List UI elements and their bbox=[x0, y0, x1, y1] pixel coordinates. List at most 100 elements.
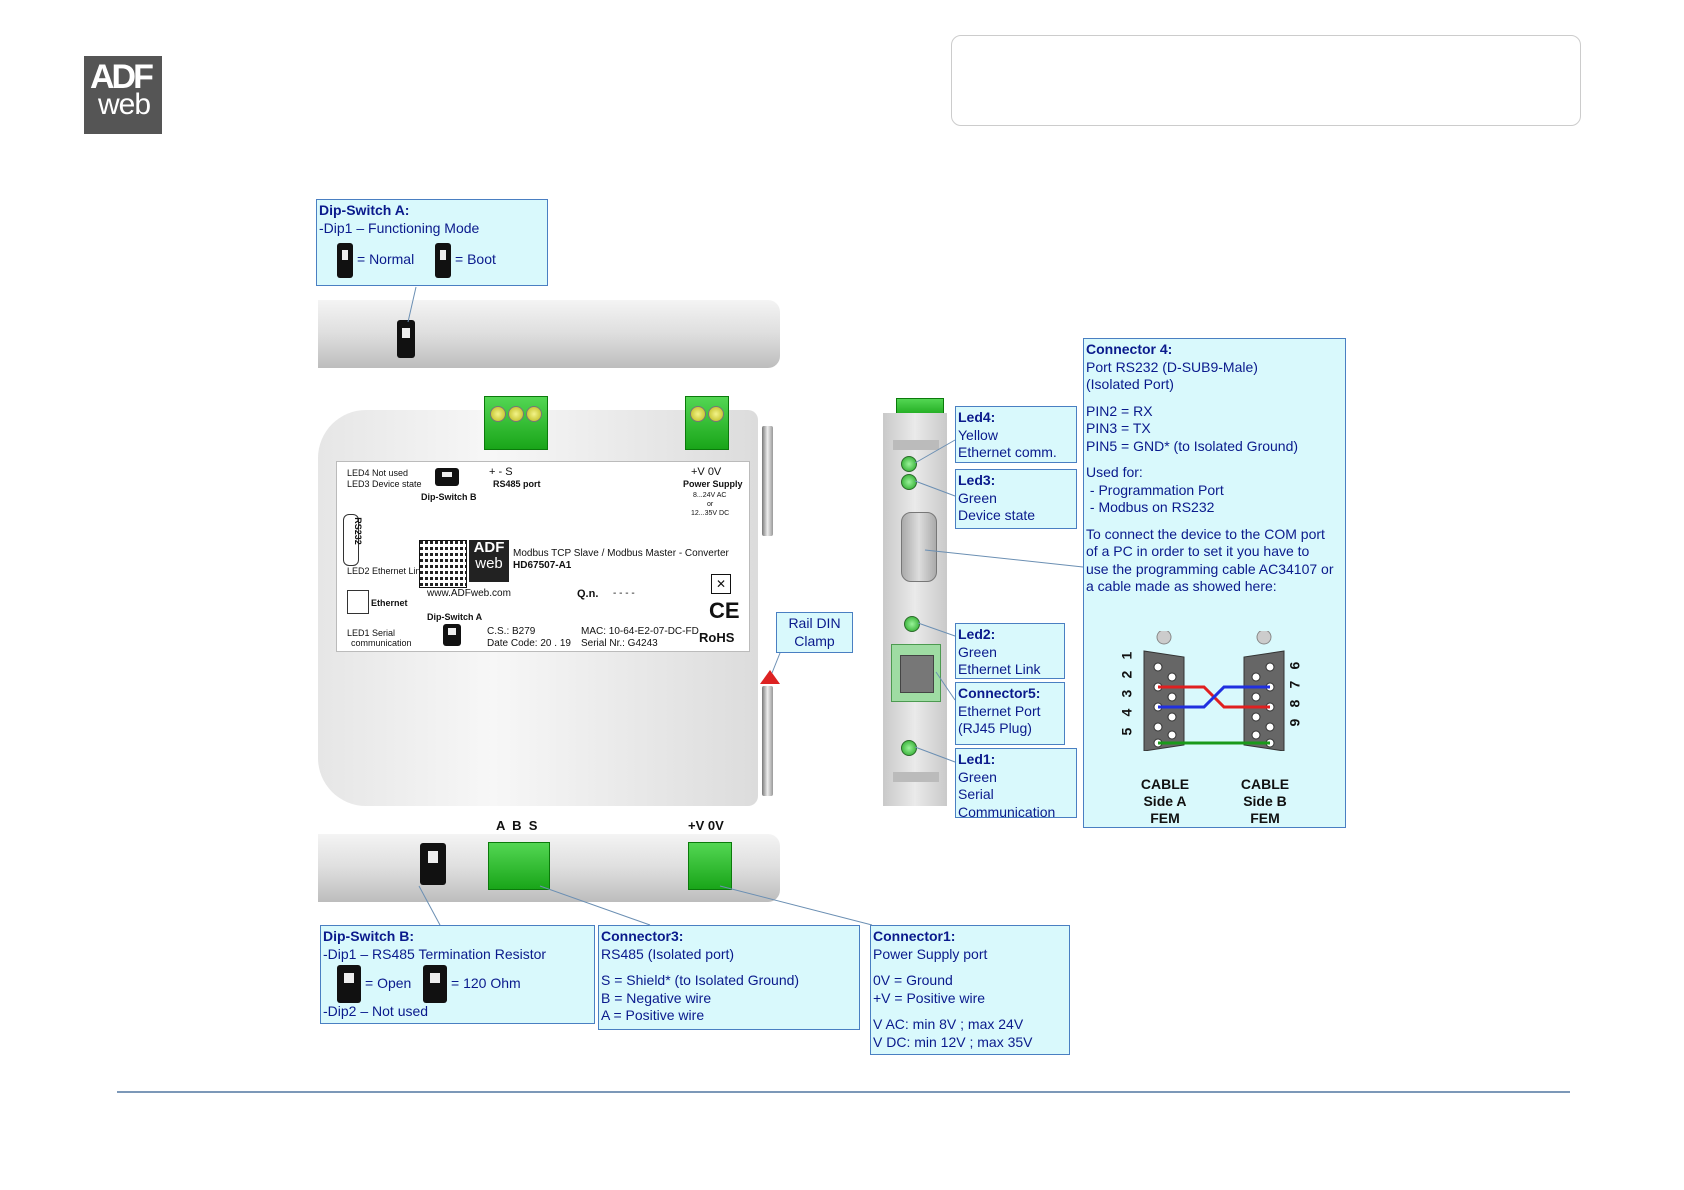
rj45-socket bbox=[900, 655, 934, 693]
conn3-a: A = Positive wire bbox=[601, 1007, 705, 1023]
plate-led2: LED2 Ethernet Link bbox=[347, 566, 426, 576]
plate-led1b: communication bbox=[351, 638, 412, 648]
conn4-used: Used for: bbox=[1086, 464, 1143, 480]
plate-code: HD67507-A1 bbox=[513, 560, 572, 571]
dip-a-title: Dip-Switch A: bbox=[319, 202, 410, 218]
plate-dipb-icon bbox=[435, 468, 459, 486]
led4-icon bbox=[901, 456, 917, 472]
rs485-top-terminal[interactable] bbox=[484, 396, 548, 450]
connector4-callout: Connector 4: Port RS232 (D-SUB9-Male) (I… bbox=[1083, 338, 1346, 828]
plate-rohs: RoHS bbox=[699, 630, 735, 645]
led2-desc: Ethernet Link bbox=[958, 661, 1041, 677]
led4-color: Yellow bbox=[958, 426, 998, 443]
plate-pwr-spec1: 8...24V AC bbox=[693, 492, 727, 499]
led1-line2: Communication bbox=[958, 803, 1056, 820]
led3-desc: Device state bbox=[958, 507, 1036, 523]
plate-product: Modbus TCP Slave / Modbus Master - Conve… bbox=[513, 548, 729, 559]
plate-cs: C.S.: B279 bbox=[487, 626, 536, 637]
conn5-line2: (RJ45 Plug) bbox=[958, 720, 1032, 736]
dip-120-icon bbox=[423, 965, 447, 1003]
screw-icon bbox=[690, 406, 706, 422]
rj45-port-icon[interactable] bbox=[891, 644, 941, 702]
dip-switch-a-callout: Dip-Switch A: -Dip1 – Functioning Mode =… bbox=[316, 199, 548, 286]
connector1-callout: Connector1: Power Supply port 0V = Groun… bbox=[870, 925, 1070, 1055]
dip-open-icon bbox=[337, 965, 361, 1003]
conn3-b: B = Negative wire bbox=[601, 989, 712, 1006]
led3-color: Green bbox=[958, 489, 997, 506]
plate-www: www.ADFweb.com bbox=[427, 588, 511, 599]
conn4-pin5: PIN5 = GND* (to Isolated Ground) bbox=[1086, 437, 1299, 454]
led3-title: Led3: bbox=[958, 472, 996, 488]
conn1-vdc: V DC: min 12V ; max 35V bbox=[873, 1033, 1033, 1050]
ethernet-port-icon bbox=[347, 590, 369, 614]
dip-boot-icon bbox=[435, 243, 451, 278]
conn5-title: Connector5: bbox=[958, 685, 1041, 701]
screw-icon bbox=[526, 406, 542, 422]
conn4-pin2: PIN2 = RX bbox=[1086, 402, 1153, 419]
dip-b-line3: -Dip2 – Not used bbox=[323, 1003, 429, 1019]
conn1-title: Connector1: bbox=[873, 928, 956, 944]
dip-normal-icon bbox=[337, 243, 353, 278]
plate-date: Date Code: 20 . 19 bbox=[487, 638, 571, 649]
side-slot-top bbox=[893, 440, 939, 450]
rs485-bottom-terminal[interactable] bbox=[488, 842, 550, 890]
side-a-l2: Side A bbox=[1143, 793, 1187, 809]
rail-clamp-icon[interactable] bbox=[760, 670, 780, 684]
connector5-callout: Connector5: Ethernet Port (RJ45 Plug) bbox=[955, 682, 1065, 745]
led2-title: Led2: bbox=[958, 626, 996, 642]
led1-line1: Serial bbox=[958, 786, 994, 802]
power-top-terminal[interactable] bbox=[685, 396, 729, 450]
logo-line1: ADF bbox=[90, 58, 154, 96]
dip-a-boot: = Boot bbox=[455, 251, 496, 267]
conn3-line1: RS485 (Isolated port) bbox=[601, 945, 735, 962]
body-fin-top bbox=[762, 426, 773, 536]
dsub9-connector-icon bbox=[901, 512, 937, 582]
plate-qn: Q.n. bbox=[577, 588, 599, 600]
plate-mac: MAC: 10-64-E2-07-DC-FD bbox=[581, 626, 699, 637]
conn4-p2: of a PC in order to set it you have to bbox=[1086, 543, 1310, 559]
side-b-l1: CABLE bbox=[1240, 776, 1290, 792]
screw-icon bbox=[1156, 631, 1172, 645]
conn4-line1: Port RS232 (D-SUB9-Male) bbox=[1086, 358, 1258, 375]
plate-serial: Serial Nr.: G4243 bbox=[581, 638, 658, 649]
conn1-pos: +V = Positive wire bbox=[873, 989, 986, 1006]
dip-b-title: Dip-Switch B: bbox=[323, 928, 414, 944]
led1-title: Led1: bbox=[958, 751, 996, 767]
led2-color: Green bbox=[958, 643, 997, 660]
dip-switch-b-callout: Dip-Switch B: -Dip1 – RS485 Termination … bbox=[320, 925, 595, 1024]
plate-qn-value: - - - - bbox=[613, 588, 635, 599]
side-b-l3: FEM bbox=[1250, 810, 1280, 826]
plate-pwr: Power Supply bbox=[683, 479, 743, 489]
dip-switch-b-icon[interactable] bbox=[420, 843, 446, 885]
power-bottom-terminal[interactable] bbox=[688, 842, 732, 890]
plate-logo-line2: web bbox=[475, 555, 503, 572]
plate-pwr-signs: +V 0V bbox=[691, 466, 722, 478]
conn1-gnd: 0V = Ground bbox=[873, 972, 953, 988]
plate-eth: Ethernet bbox=[371, 598, 408, 608]
conn4-p3: use the programming cable AC34107 or bbox=[1086, 560, 1334, 577]
screw-icon bbox=[508, 406, 524, 422]
conn4-p1: To connect the device to the COM port bbox=[1086, 525, 1325, 542]
qr-code-icon bbox=[419, 540, 467, 588]
cable-side-a-label: CABLE Side A FEM bbox=[1134, 776, 1196, 827]
weee-bin-icon: ✕ bbox=[711, 574, 731, 594]
led4-callout: Led4: Yellow Ethernet comm. bbox=[955, 406, 1077, 463]
rail-line1: Rail DIN bbox=[788, 615, 841, 631]
conn4-use1: - Programmation Port bbox=[1086, 481, 1224, 498]
conn3-s: S = Shield* (to Isolated Ground) bbox=[601, 972, 800, 988]
plate-dsub-icon bbox=[343, 514, 359, 566]
conn1-line1: Power Supply port bbox=[873, 945, 988, 962]
cable-side-b-label: CABLE Side B FEM bbox=[1234, 776, 1296, 827]
dip-switch-a-icon[interactable] bbox=[397, 320, 415, 358]
conn5-line1: Ethernet Port bbox=[958, 702, 1041, 719]
side-a-l1: CABLE bbox=[1140, 776, 1190, 792]
bottom-rs485-labels: A B S bbox=[496, 818, 538, 833]
conn4-use2: - Modbus on RS232 bbox=[1086, 499, 1215, 515]
plate-rs485-signs: + - S bbox=[489, 466, 513, 478]
led4-title: Led4: bbox=[958, 409, 996, 425]
logo-line2: web bbox=[98, 88, 151, 121]
device-label: LED4 Not used LED3 Device state Dip-Swit… bbox=[336, 461, 750, 652]
dip-b-legend: = Open = 120 Ohm bbox=[323, 963, 592, 1003]
rail-line2: Clamp bbox=[794, 632, 835, 649]
